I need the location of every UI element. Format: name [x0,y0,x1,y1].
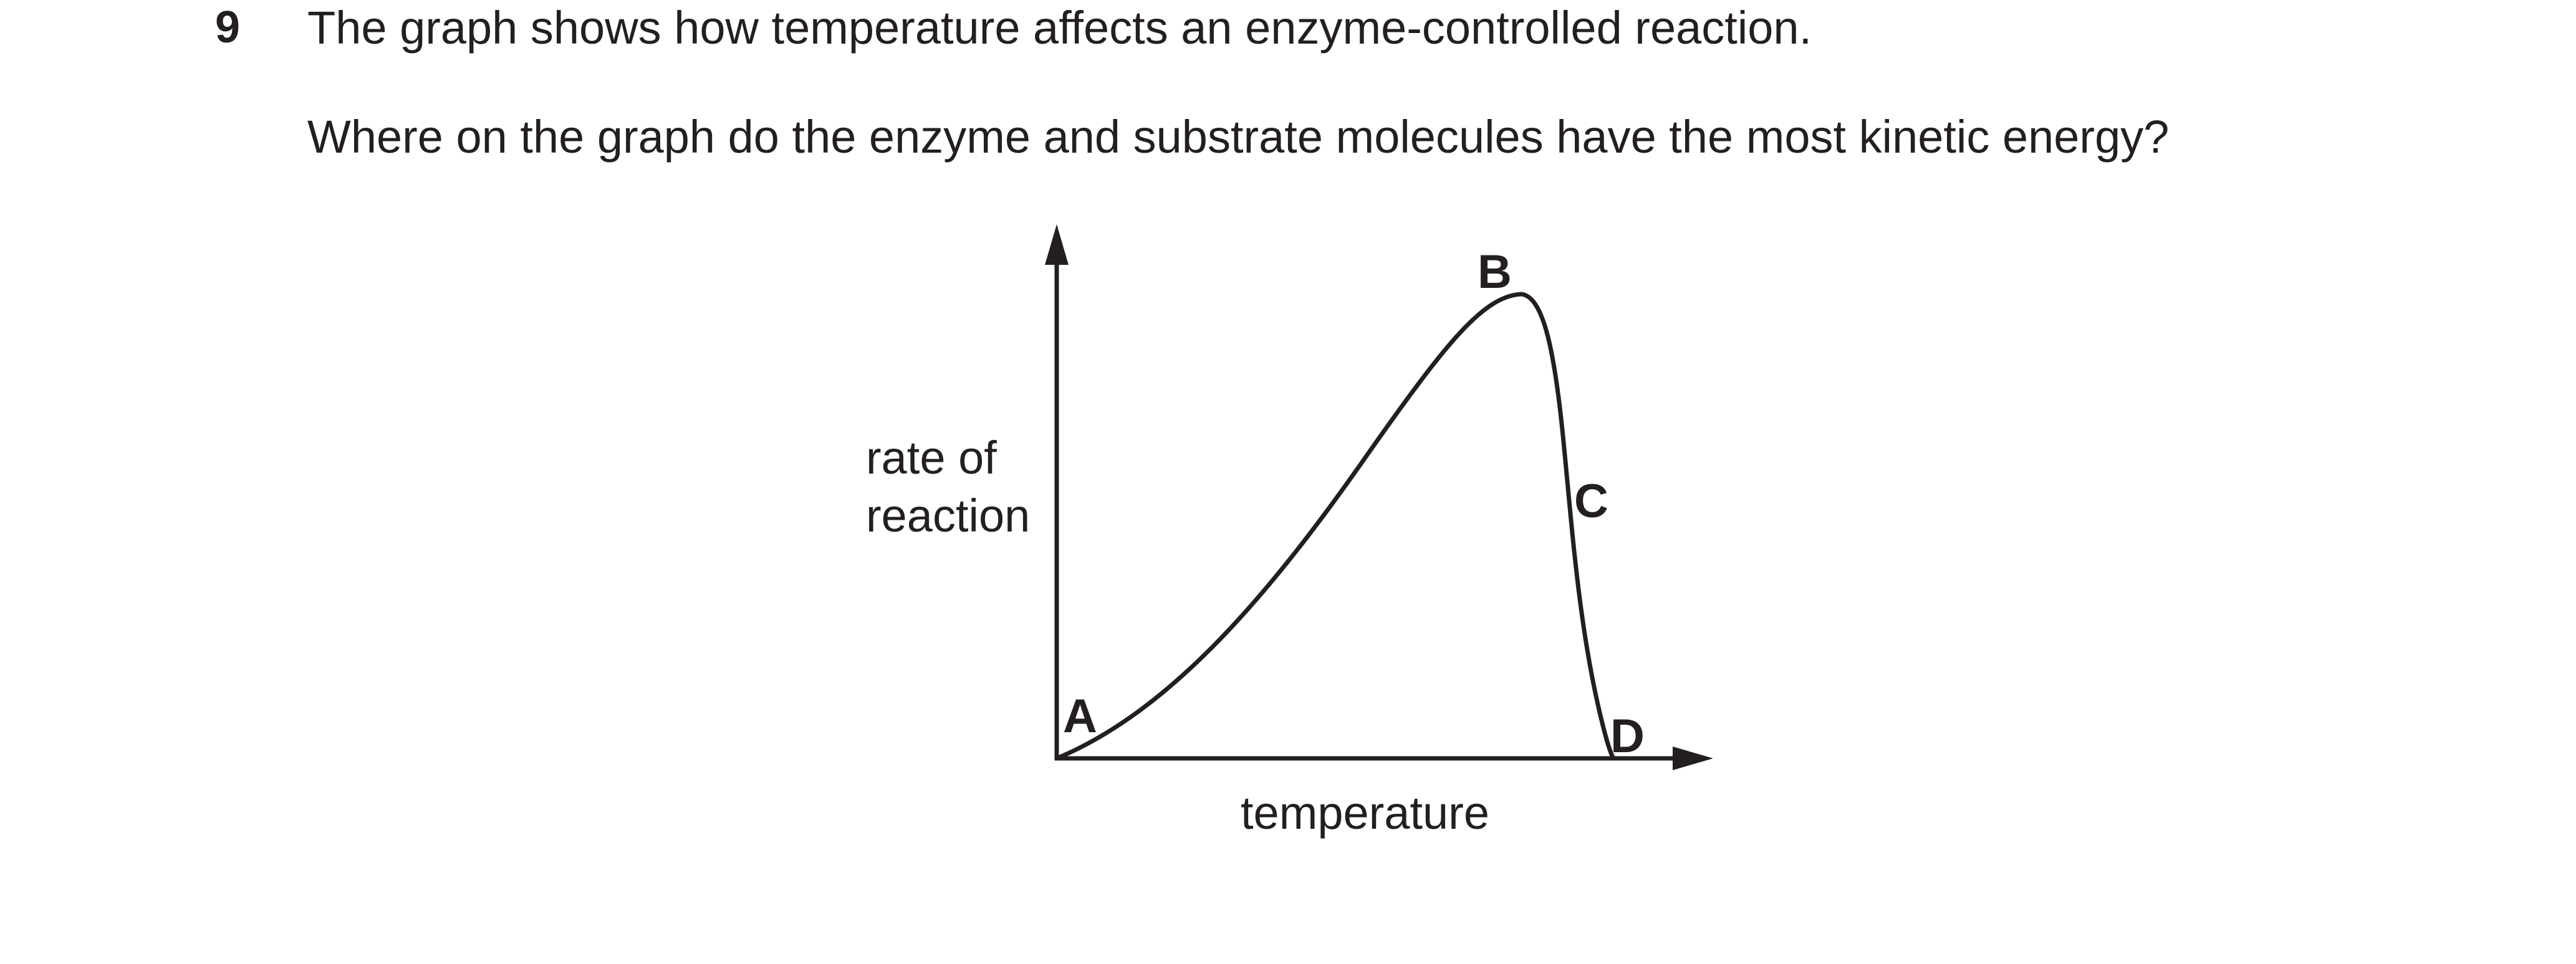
point-label-c: C [1574,475,1608,528]
rate-curve [1054,292,1616,761]
y-axis-arrowhead [1045,224,1069,265]
x-axis-label: temperature [1241,787,1489,839]
x-axis-arrowhead [1673,747,1713,770]
y-axis-label-line1: rate of [866,432,997,484]
question-stem: The graph shows how temperature affects … [307,2,1812,54]
y-axis-label-line2: reaction [866,490,1030,542]
question-prompt: Where on the graph do the enzyme and sub… [307,111,2170,163]
question-number: 9 [215,2,241,52]
point-label-b: B [1478,246,1512,298]
point-label-d: D [1610,710,1645,763]
point-label-a: A [1063,690,1097,743]
